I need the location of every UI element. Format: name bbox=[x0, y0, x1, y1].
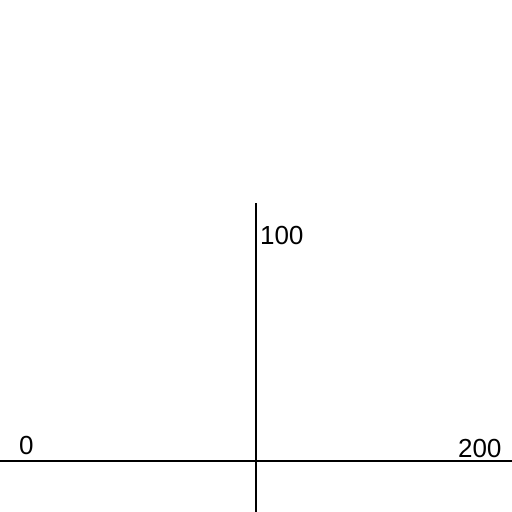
vertical-axis-top-label: 100 bbox=[260, 220, 304, 250]
horizontal-axis-left-label: 0 bbox=[19, 430, 34, 460]
horizontal-axis-right-label: 200 bbox=[458, 433, 502, 463]
